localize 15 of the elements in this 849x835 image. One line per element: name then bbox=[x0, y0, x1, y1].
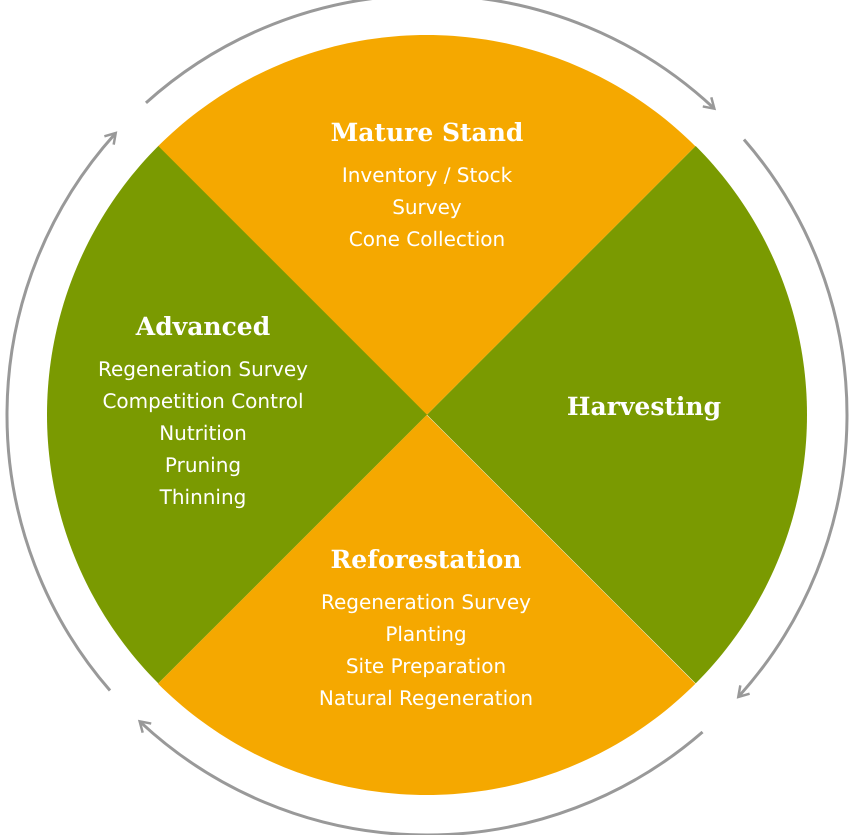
stage-activity: Natural Regeneration bbox=[318, 685, 534, 712]
stage-activity: Cone Collection bbox=[348, 226, 506, 253]
stage-activity: Regeneration Survey bbox=[97, 356, 309, 383]
stage-heading: Harvesting bbox=[566, 392, 722, 421]
stage-activity: Nutrition bbox=[158, 420, 248, 447]
stage-activity: Inventory / Stock Survey bbox=[340, 162, 514, 221]
stage-activity: Regeneration Survey bbox=[320, 589, 532, 616]
stage-heading: Mature Stand bbox=[330, 118, 524, 147]
stage-activity: Pruning bbox=[164, 452, 242, 479]
stage-heading: Advanced bbox=[134, 312, 272, 341]
stage-activity: Site Preparation bbox=[344, 653, 508, 680]
stage-heading: Reforestation bbox=[330, 545, 522, 574]
stage-activity: Competition Control bbox=[101, 388, 305, 415]
stage-activity: Thinning bbox=[158, 484, 248, 511]
stage-activity: Planting bbox=[384, 621, 468, 648]
